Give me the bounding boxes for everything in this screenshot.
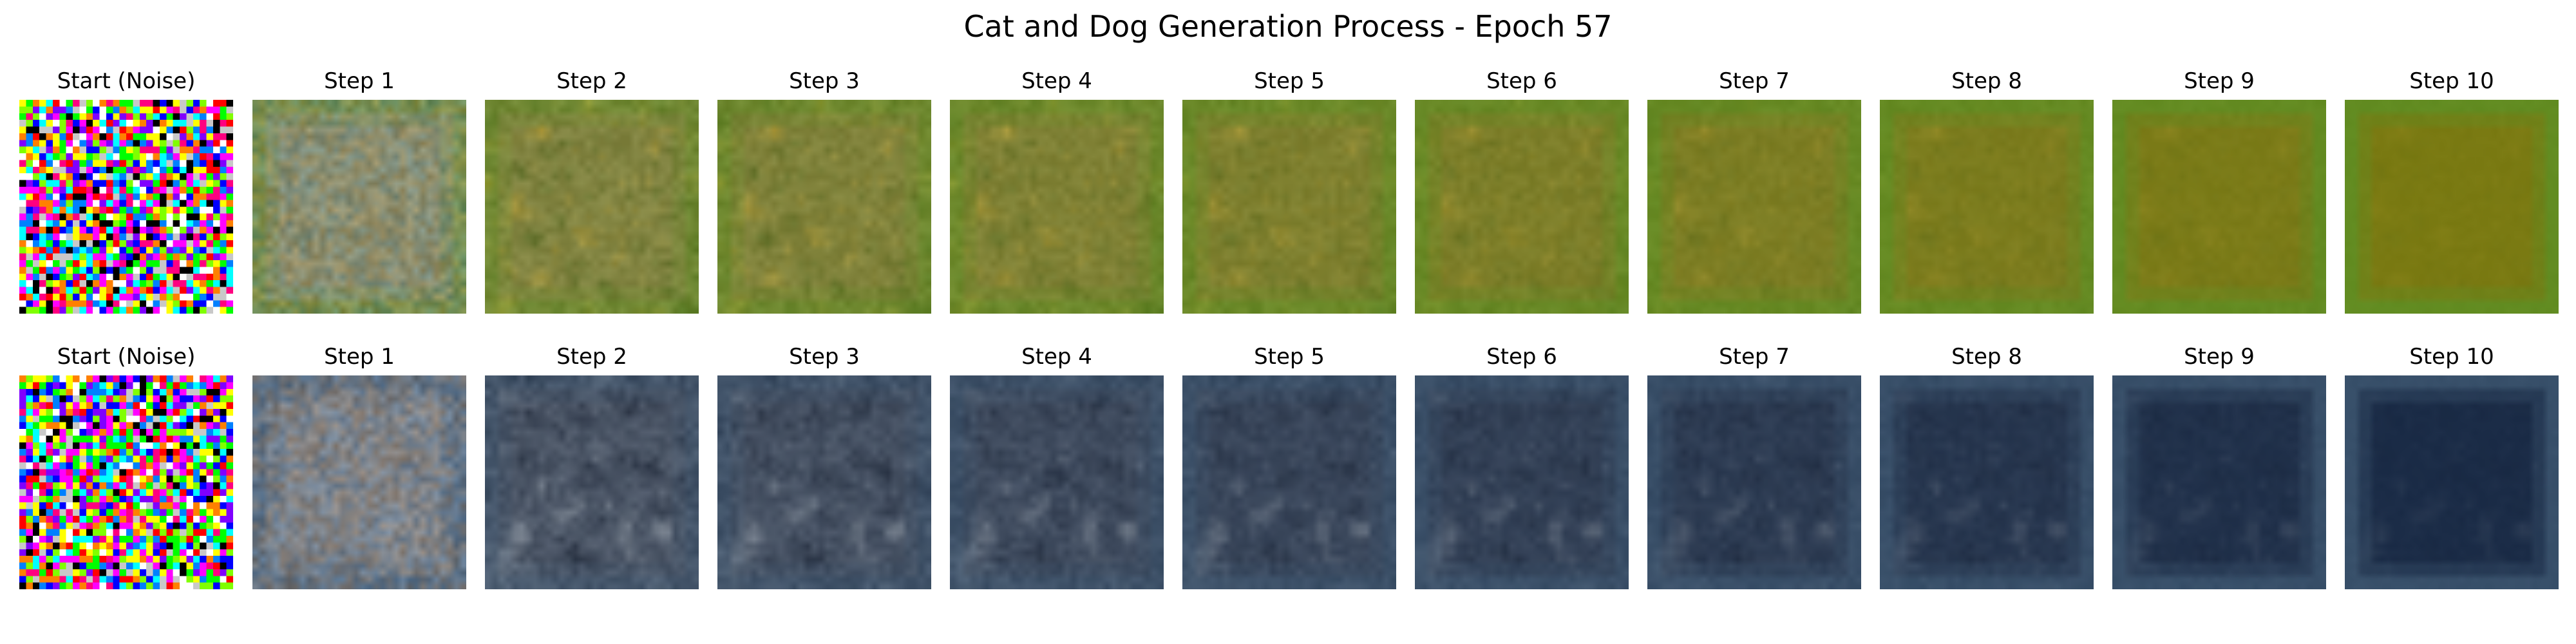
generated-image — [485, 375, 699, 589]
generated-image — [2112, 100, 2326, 314]
generated-image — [717, 375, 931, 589]
generated-image — [252, 100, 466, 314]
generated-image — [252, 375, 466, 589]
panel-title: Step 7 — [1719, 68, 1790, 94]
panel-title: Step 5 — [1254, 68, 1325, 94]
panel-title: Step 3 — [789, 344, 860, 370]
generated-image — [1415, 100, 1629, 314]
generated-image — [1880, 100, 2094, 314]
noise-image — [19, 100, 233, 314]
panel-title: Step 6 — [1486, 68, 1557, 94]
panel-title: Step 4 — [1021, 68, 1092, 94]
panel-title: Step 10 — [2409, 68, 2494, 94]
panel-title: Step 1 — [324, 344, 395, 370]
panel-title: Step 2 — [556, 344, 627, 370]
generated-image — [1647, 375, 1861, 589]
noise-image — [19, 375, 233, 589]
generated-image — [717, 100, 931, 314]
generated-image — [2112, 375, 2326, 589]
generated-image — [950, 375, 1164, 589]
panel-title: Step 10 — [2409, 344, 2494, 370]
panel-title: Step 8 — [1951, 344, 2022, 370]
generated-image — [1880, 375, 2094, 589]
panel-title: Step 6 — [1486, 344, 1557, 370]
panel-title: Start (Noise) — [57, 344, 196, 370]
panel-title: Step 8 — [1951, 68, 2022, 94]
panel-title: Step 1 — [324, 68, 395, 94]
generated-image — [1182, 100, 1396, 314]
panel-title: Step 9 — [2184, 344, 2255, 370]
panel-title: Step 3 — [789, 68, 860, 94]
generated-image — [485, 100, 699, 314]
panel-title: Step 7 — [1719, 344, 1790, 370]
panel-title: Step 2 — [556, 68, 627, 94]
panel-title: Step 5 — [1254, 344, 1325, 370]
panel-title: Step 4 — [1021, 344, 1092, 370]
generated-image — [950, 100, 1164, 314]
generated-image — [1182, 375, 1396, 589]
panel-title: Start (Noise) — [57, 68, 196, 94]
generated-image — [2345, 100, 2559, 314]
figure-title: Cat and Dog Generation Process - Epoch 5… — [963, 9, 1613, 44]
generated-image — [1647, 100, 1861, 314]
panel-title: Step 9 — [2184, 68, 2255, 94]
generated-image — [2345, 375, 2559, 589]
generated-image — [1415, 375, 1629, 589]
